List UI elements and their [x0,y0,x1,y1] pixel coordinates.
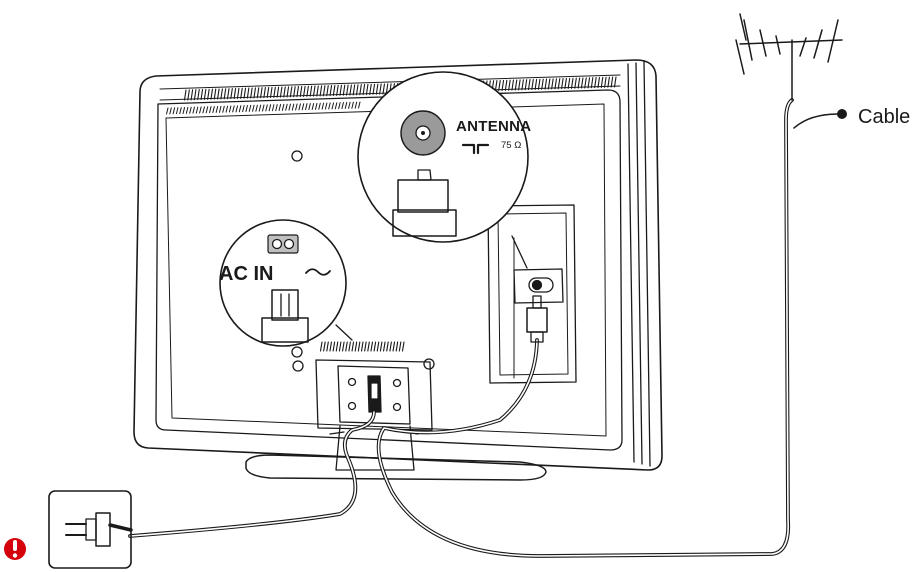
tv-antenna-icon [735,13,843,101]
wall-plug-icon [48,490,133,569]
ac-in-zoom-callout [219,219,353,347]
power-plug-connector [367,375,382,413]
ac-in-label: AC IN [219,263,274,285]
tv-stand [245,425,547,481]
cable-label: Cable [858,106,911,128]
mounting-holes [291,150,435,372]
warning-icon [4,538,26,560]
impedance-label: 75 Ω [501,140,522,151]
antenna-label: ANTENNA [456,118,532,135]
antenna-cable-plug [526,295,548,343]
antenna-symbol-icon [461,143,490,155]
cable-leader-line [793,109,847,129]
figure-eight-socket-icon [267,234,299,254]
antenna-zoom-callout [357,71,529,269]
ac-wave-icon [305,268,331,276]
